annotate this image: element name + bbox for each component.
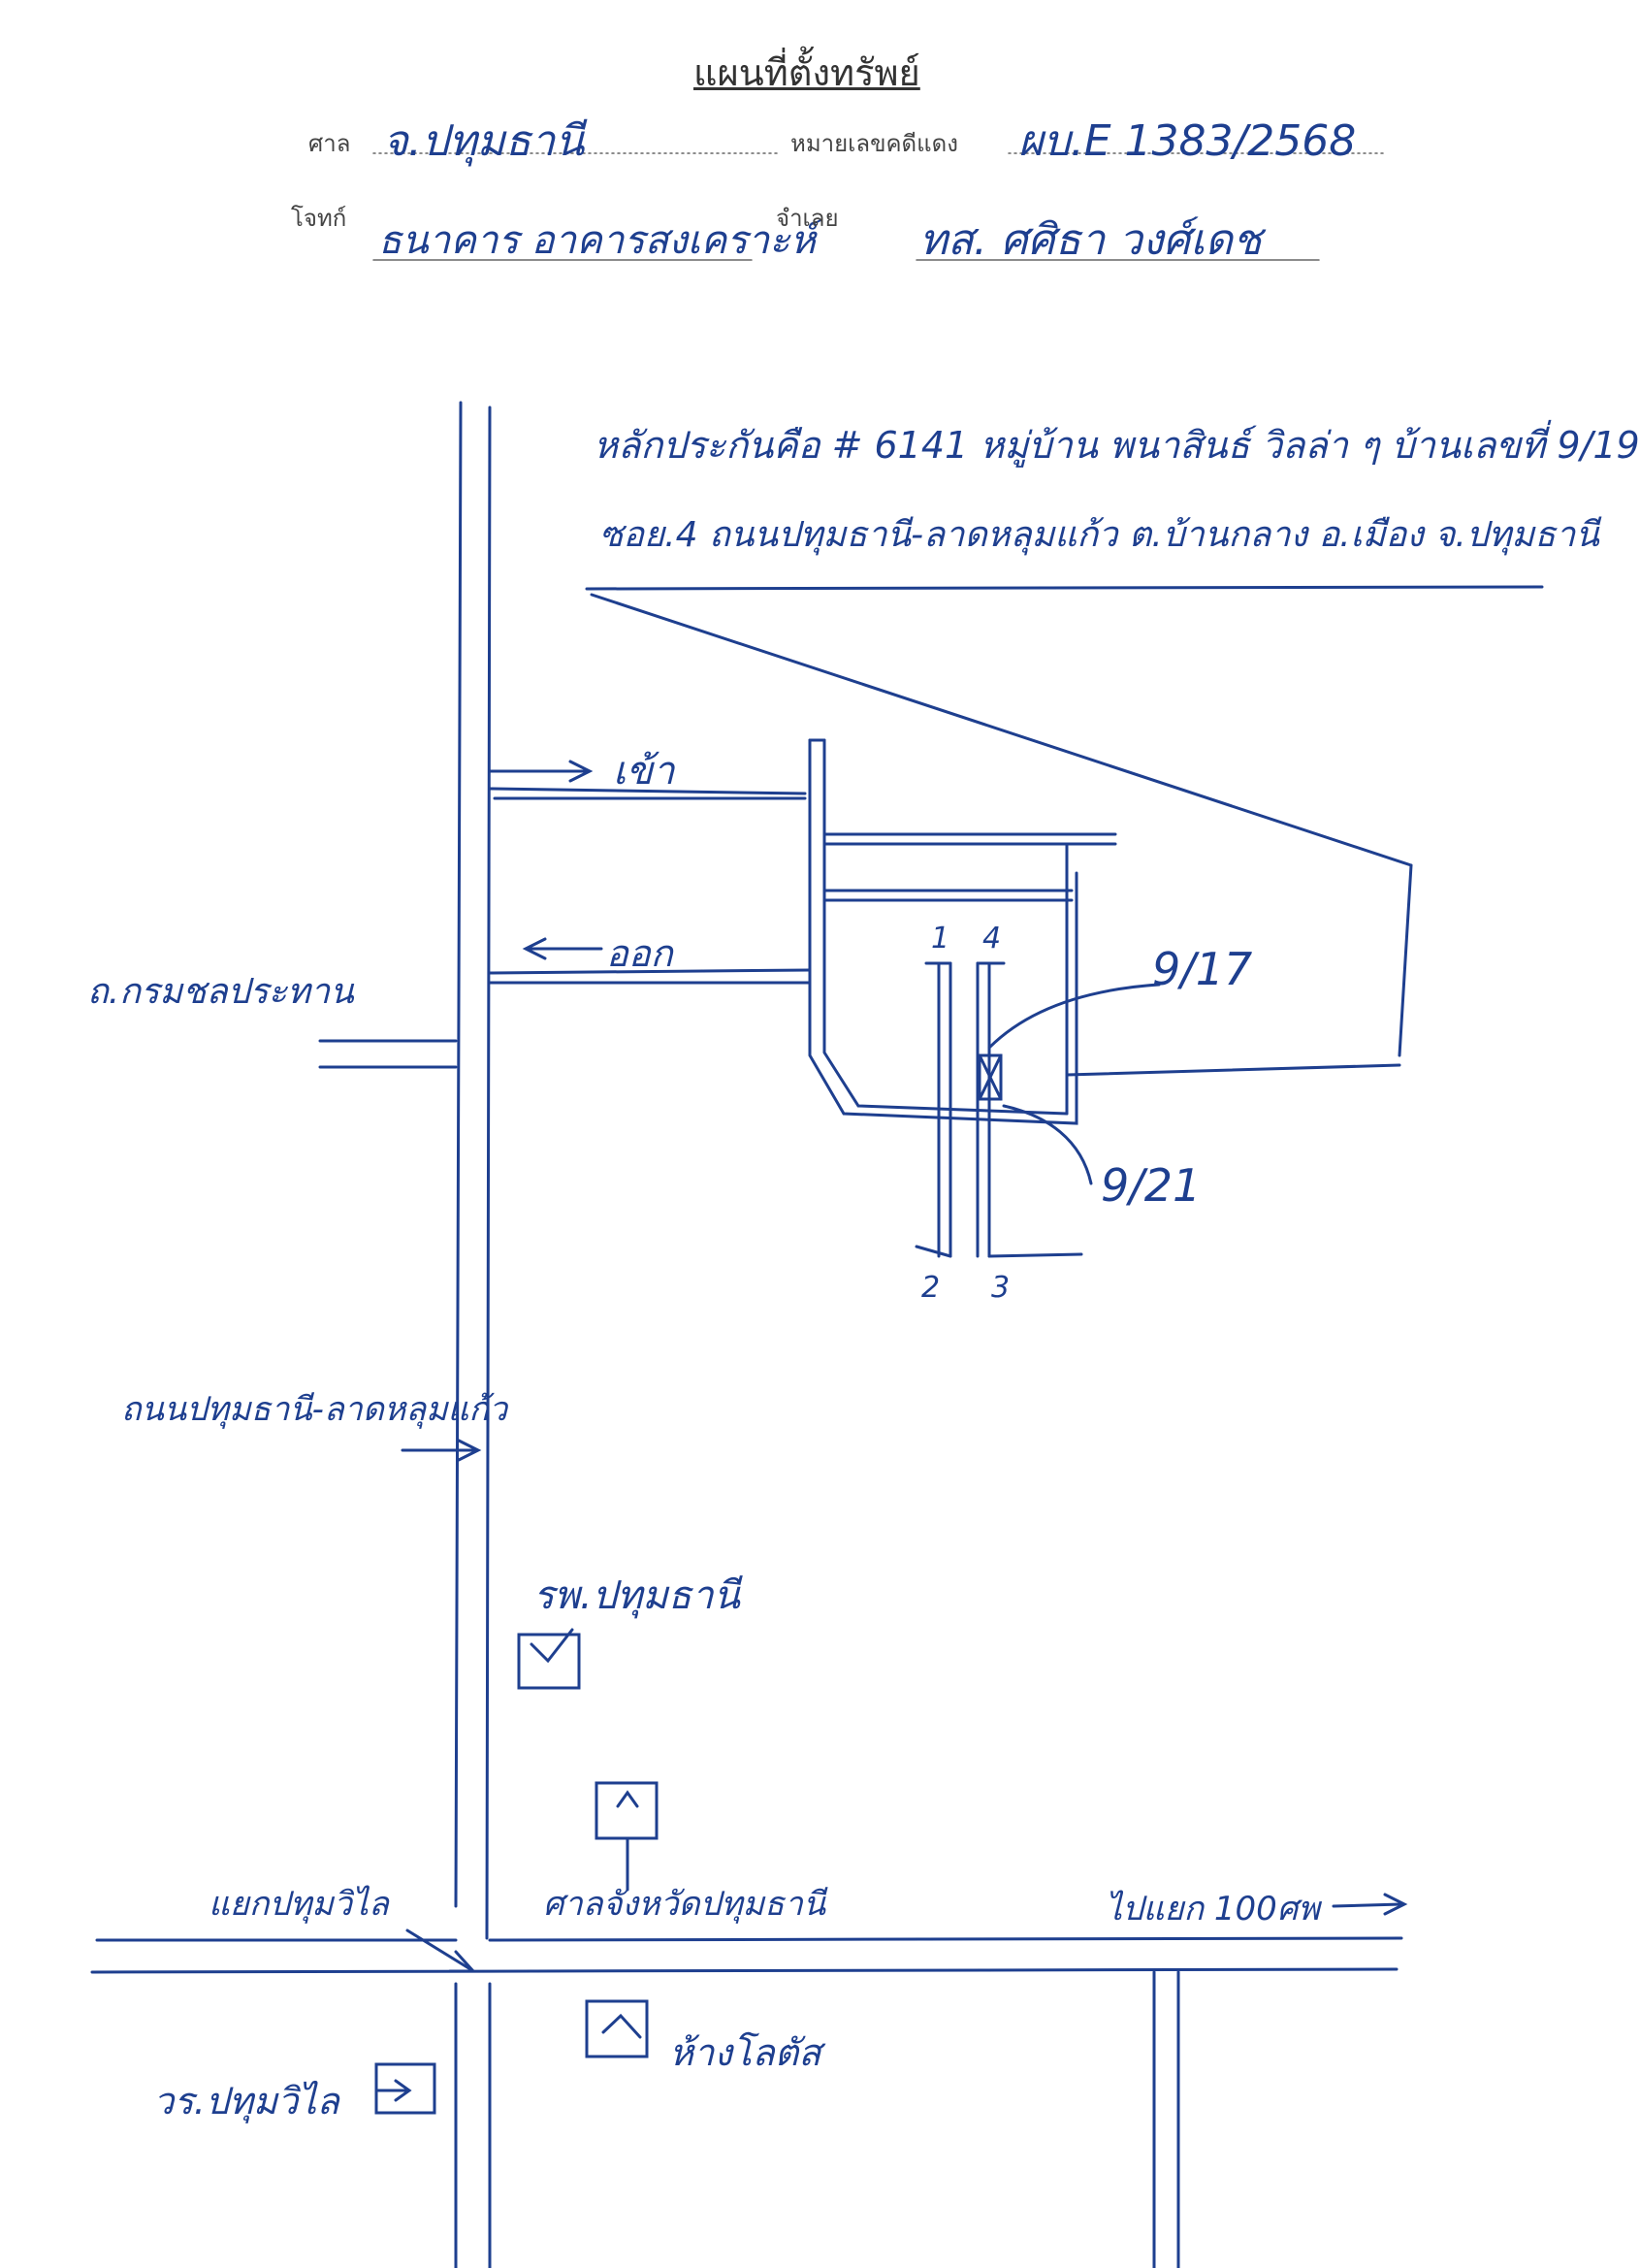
junction-label: แยกปทุมวิไล — [209, 1885, 389, 1924]
top-boundary — [585, 585, 1544, 591]
number-2: 2 — [921, 1271, 941, 1305]
court-building-label: ศาลจังหวัดปทุมธานี — [543, 1885, 826, 1924]
main-road-label: ถนนปทุมธานี-ลาดหลุมแก้ว — [121, 1390, 508, 1429]
number-1: 1 — [931, 922, 950, 956]
plaintiff-value: ธนาคาร อาคารสงเคราะห์ — [378, 218, 816, 263]
court-value: จ.ปทุมธานี — [383, 116, 585, 166]
soi-line-1 — [488, 787, 807, 795]
horiz-road-bottom — [90, 1967, 1399, 1974]
case-label: หมายเลขคดีแดง — [790, 130, 958, 157]
property-line-2: ซอย.4 ถนนปทุมธานี-ลาดหลุมแก้ว ต.บ้านกลาง… — [599, 515, 1599, 555]
leader-917 — [987, 983, 1161, 1050]
school-label: วร.ปทุมวิไล — [153, 2080, 339, 2122]
lotus-label: ห้างโลตัส — [669, 2031, 821, 2074]
page-title: แผนที่ตั้งทรัพย์ — [693, 51, 920, 94]
diagonal-boundary — [590, 593, 1413, 867]
exit-label: ออก — [606, 932, 673, 975]
soi-line-3 — [488, 968, 812, 975]
village-block — [808, 738, 1078, 1125]
plaintiff-label: โจทก์ — [291, 205, 347, 232]
defendant-label: จำเลย — [776, 205, 839, 232]
document-page: แผนที่ตั้งทรัพย์ ศาล จ.ปทุมธานี หมายเลขค… — [87, 51, 1640, 2268]
to-junction-label: ไปแยก 100ศพ — [1106, 1890, 1320, 1928]
leader-921 — [1002, 1104, 1093, 1185]
main-road-left-edge — [454, 401, 463, 1908]
hospital-label: รพ.ปทุมธานี — [533, 1573, 740, 1618]
main-road-right-edge — [485, 405, 492, 1940]
house-917-label: 9/17 — [1152, 943, 1253, 995]
property-line-1: หลักประกันคือ # 6141 หมู่บ้าน พนาสินธ์ ว… — [594, 424, 1640, 467]
house-921-label: 9/21 — [1101, 1159, 1202, 1212]
enter-label: เข้า — [613, 749, 675, 794]
map-drawing — [90, 152, 1544, 2268]
defendant-value: ทส. ศศิธา วงศ์เดช — [919, 215, 1262, 265]
court-label: ศาล — [308, 130, 351, 157]
lotus-box — [585, 1999, 649, 2058]
court-box — [595, 1781, 659, 1840]
case-value: ผบ.E 1383/2568 — [1018, 116, 1357, 166]
school-box — [374, 2062, 436, 2115]
right-boundary — [1398, 863, 1413, 1057]
number-4: 4 — [982, 922, 1002, 956]
house-marker — [978, 1053, 1003, 1101]
hospital-box — [517, 1633, 581, 1690]
side-road-label: ถ.กรมชลประทาน — [87, 972, 354, 1012]
number-3: 3 — [991, 1271, 1011, 1305]
